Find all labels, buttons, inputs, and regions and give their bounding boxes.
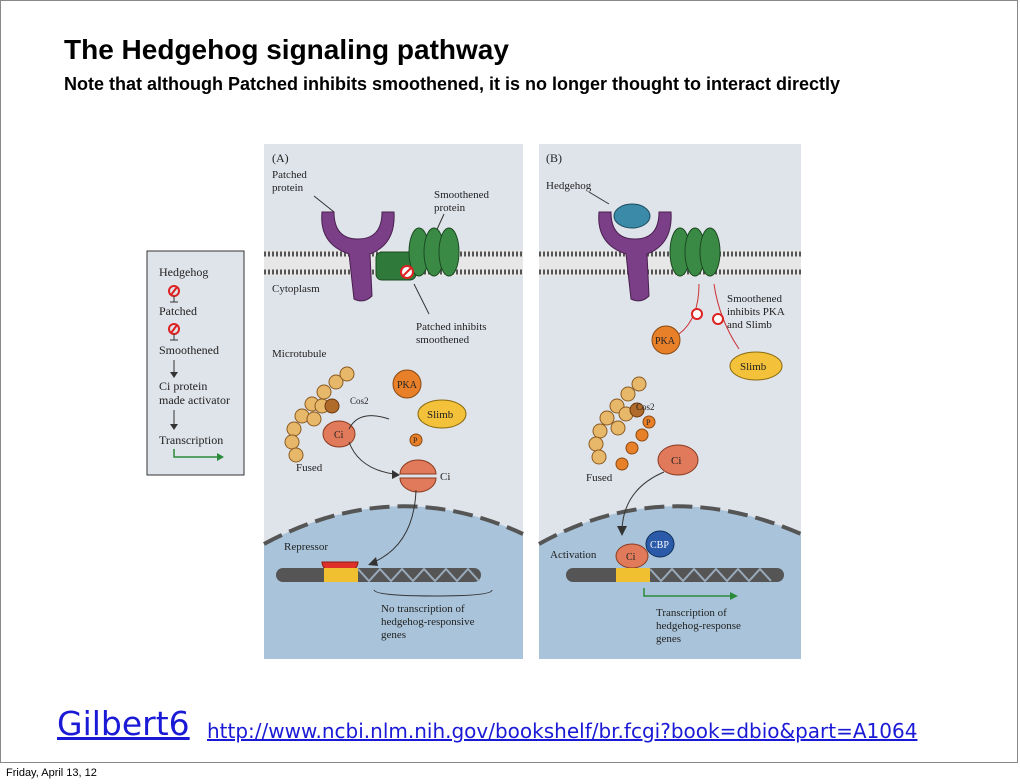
legend-ci-protein: Ci protein bbox=[159, 379, 207, 393]
label-ci-a: Ci bbox=[334, 430, 344, 441]
ci-protein-a bbox=[322, 420, 356, 448]
panel-a-label: (A) bbox=[272, 151, 289, 165]
panel-b-label: (B) bbox=[546, 151, 562, 165]
label-activation: Activation bbox=[550, 549, 597, 561]
label-repressor: Repressor bbox=[284, 541, 328, 553]
cos2-b bbox=[629, 402, 645, 418]
label-pka-b: PKA bbox=[655, 336, 676, 347]
dna-a bbox=[276, 567, 481, 583]
label-slimb-a: Slimb bbox=[427, 409, 454, 421]
legend-hedgehog: Hedgehog bbox=[159, 265, 208, 279]
label-patched-inhibits-2: smoothened bbox=[416, 334, 470, 346]
footer-bar: Friday, April 13, 12 bbox=[0, 763, 1020, 784]
label-patched-protein: Patched bbox=[272, 169, 307, 181]
slide-subtitle: Note that although Patched inhibits smoo… bbox=[64, 74, 841, 94]
nucleus-b bbox=[539, 506, 801, 659]
label-transcription-2: hedgehog-response bbox=[656, 620, 741, 632]
label-transcription-3: genes bbox=[656, 633, 681, 645]
label-hedgehog-b: Hedgehog bbox=[546, 180, 592, 192]
label-no-transcription-3: genes bbox=[381, 629, 406, 641]
label-cos2-b: Cos2 bbox=[636, 402, 655, 412]
legend-box: Hedgehog Patched Smoothened Ci protein m… bbox=[146, 250, 245, 476]
label-smoothened-protein: Smoothened bbox=[434, 189, 489, 201]
patched-protein-b bbox=[598, 211, 672, 302]
label-ci-cleaved: Ci bbox=[440, 471, 450, 483]
label-p-b: P bbox=[646, 418, 651, 427]
dna-b bbox=[566, 567, 784, 583]
inhibit-icon bbox=[691, 308, 703, 320]
legend-made-activator: made activator bbox=[159, 393, 230, 407]
label-fused-b: Fused bbox=[586, 472, 613, 484]
slide-title: The Hedgehog signaling pathway bbox=[64, 34, 509, 65]
slimb-b bbox=[729, 351, 783, 381]
label-no-transcription-2: hedgehog-responsive bbox=[381, 616, 475, 628]
cos2-a bbox=[324, 398, 340, 414]
phosphates-b bbox=[615, 415, 656, 471]
ci-protein-b bbox=[657, 444, 699, 476]
label-smoothened-inhibits-2: inhibits PKA bbox=[727, 306, 785, 318]
smoothened-protein-a bbox=[375, 227, 460, 281]
label-cytoplasm: Cytoplasm bbox=[272, 283, 320, 295]
legend-transcription: Transcription bbox=[159, 433, 223, 447]
label-ci-b: Ci bbox=[671, 455, 681, 467]
label-microtubule: Microtubule bbox=[272, 348, 326, 360]
cbp-b bbox=[645, 530, 675, 558]
label-pka-a: PKA bbox=[397, 380, 418, 391]
hedgehog-pathway-figure: (A) (B) Hedgehog Patched Smoothened Ci p… bbox=[144, 144, 804, 659]
slide: The Hedgehog signaling pathway Note that… bbox=[0, 0, 1018, 763]
label-ci-active: Ci bbox=[626, 552, 636, 563]
phosphate-a bbox=[409, 433, 423, 447]
label-cos2-a: Cos2 bbox=[350, 396, 369, 406]
label-smoothened-inhibits-1: Smoothened bbox=[727, 293, 782, 305]
legend-smoothened: Smoothened bbox=[159, 343, 219, 357]
slimb-a bbox=[417, 399, 467, 429]
nucleus-a bbox=[264, 506, 523, 659]
label-patched-protein-2: protein bbox=[272, 182, 304, 194]
label-no-transcription-1: No transcription of bbox=[381, 603, 465, 615]
ci-cleaved-a bbox=[399, 459, 437, 493]
pka-a bbox=[392, 369, 422, 399]
label-slimb-b: Slimb bbox=[740, 361, 767, 373]
label-transcription-1: Transcription of bbox=[656, 607, 727, 619]
label-fused-a: Fused bbox=[296, 462, 323, 474]
smoothened-protein-b bbox=[669, 227, 721, 277]
label-smoothened-protein-2: protein bbox=[434, 202, 466, 214]
ncbi-url-link[interactable]: http://www.ncbi.nlm.nih.gov/bookshelf/br… bbox=[207, 719, 918, 743]
label-p-a: P bbox=[413, 436, 418, 445]
patched-protein-a bbox=[321, 211, 395, 302]
hedgehog-ligand bbox=[613, 203, 651, 229]
gilbert-link[interactable]: Gilbert6 bbox=[57, 704, 190, 743]
inhibit-icon bbox=[712, 313, 724, 325]
label-cbp: CBP bbox=[650, 540, 669, 551]
microtubule-b bbox=[588, 376, 647, 465]
label-patched-inhibits: Patched inhibits bbox=[416, 321, 487, 333]
footer-date: Friday, April 13, 12 bbox=[6, 767, 97, 779]
label-smoothened-inhibits-3: and Slimb bbox=[727, 319, 772, 331]
pka-b bbox=[651, 325, 681, 355]
legend-patched: Patched bbox=[159, 304, 197, 318]
